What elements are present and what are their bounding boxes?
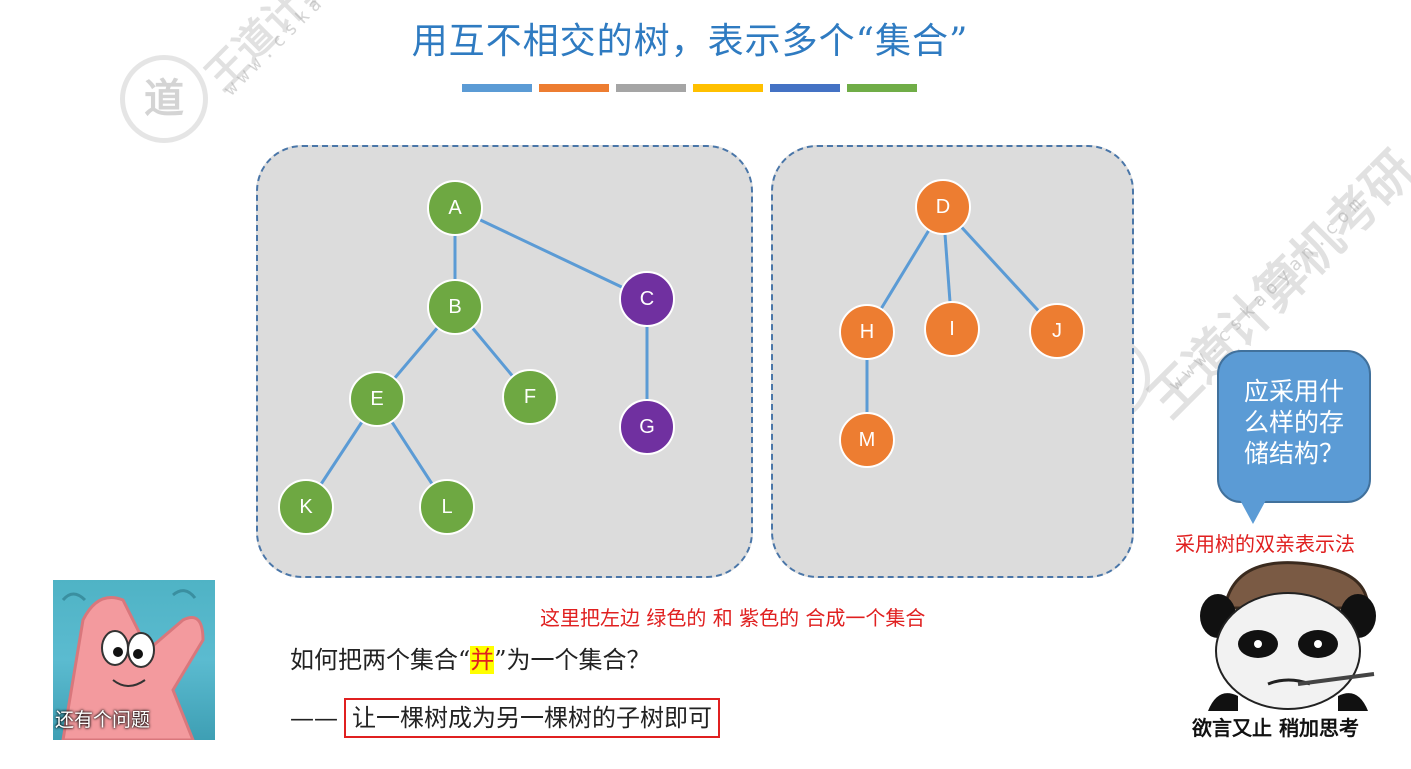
tree-node-E: E bbox=[349, 371, 405, 427]
speech-bubble: 应采用什 么样的存 储结构？ bbox=[1217, 350, 1371, 503]
tree-node-K: K bbox=[278, 479, 334, 535]
tree-node-G: G bbox=[619, 399, 675, 455]
tree-node-C: C bbox=[619, 271, 675, 327]
question-highlight: 并 bbox=[470, 646, 494, 674]
patrick-caption: 还有个问题 bbox=[55, 705, 150, 732]
merge-question: 如何把两个集合“并”为一个集合？ bbox=[290, 640, 651, 675]
bubble-line: 么样的存 bbox=[1219, 407, 1369, 438]
tree-edge-A-C bbox=[455, 208, 647, 299]
tree-node-H: H bbox=[839, 304, 895, 360]
bubble-line: 应采用什 bbox=[1219, 376, 1369, 407]
patrick-meme-image: 还有个问题 bbox=[53, 580, 215, 740]
answer-dash: —— bbox=[290, 704, 338, 732]
tree-node-L: L bbox=[419, 479, 475, 535]
tree-node-A: A bbox=[427, 180, 483, 236]
bubble-line: 储结构？ bbox=[1219, 438, 1369, 469]
answer-box: 让一棵树成为另一棵树的子树即可 bbox=[344, 698, 720, 738]
panda-caption: 欲言又止 稍加思考 bbox=[1192, 712, 1359, 741]
question-text-after: ”为一个集合？ bbox=[494, 646, 650, 674]
annotation-merge: 这里把左边 绿色的 和 紫色的 合成一个集合 bbox=[540, 602, 925, 631]
annotation-right: 采用树的双亲表示法 bbox=[1175, 528, 1355, 557]
tree-node-D: D bbox=[915, 179, 971, 235]
tree-node-F: F bbox=[502, 369, 558, 425]
tree-node-M: M bbox=[839, 412, 895, 468]
tree-node-B: B bbox=[427, 279, 483, 335]
tree-node-I: I bbox=[924, 301, 980, 357]
question-text-before: 如何把两个集合“ bbox=[290, 646, 470, 674]
speech-bubble-tail bbox=[1240, 500, 1266, 524]
panda-meme-image bbox=[1198, 556, 1378, 711]
tree-node-J: J bbox=[1029, 303, 1085, 359]
panda-illustration bbox=[1198, 556, 1378, 711]
